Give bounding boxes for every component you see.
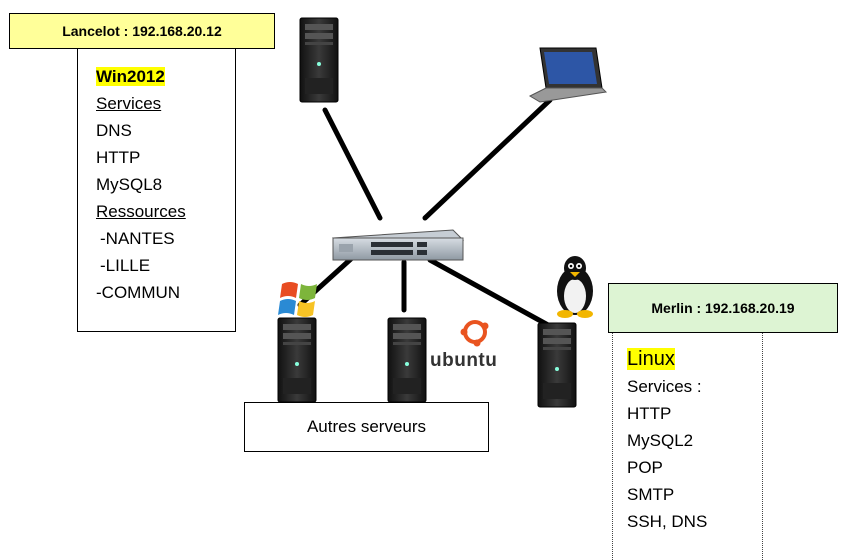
merlin-server-tower-icon bbox=[537, 322, 577, 408]
merlin-service: SSH, DNS bbox=[627, 512, 708, 531]
laptop-icon bbox=[528, 47, 608, 103]
lancelot-header: Lancelot : 192.168.20.12 bbox=[9, 13, 275, 49]
ubuntu-logo-icon bbox=[460, 320, 489, 347]
link-top-server bbox=[322, 107, 383, 221]
windows-logo-icon bbox=[278, 282, 317, 317]
ubuntu-label: ubuntu bbox=[430, 350, 498, 371]
lancelot-resource: -LILLE bbox=[100, 256, 151, 275]
merlin-service: SMTP bbox=[627, 485, 675, 504]
link-merlin bbox=[427, 257, 551, 328]
lancelot-os: Win2012 bbox=[96, 67, 165, 86]
lancelot-header-text: Lancelot : 192.168.20.12 bbox=[62, 23, 222, 39]
ubuntu-server-tower-icon bbox=[387, 317, 427, 403]
network-switch-icon bbox=[331, 229, 465, 261]
merlin-service: HTTP bbox=[627, 404, 672, 423]
merlin-services-label: Services : bbox=[627, 377, 702, 396]
merlin-details: Linux Services : HTTP MySQL2 POP SMTP SS… bbox=[612, 333, 763, 560]
lancelot-service: HTTP bbox=[96, 148, 141, 167]
lancelot-service: MySQL8 bbox=[96, 175, 163, 194]
lancelot-details: Win2012 Services DNS HTTP MySQL8 Ressour… bbox=[77, 49, 236, 332]
windows-server-tower-icon bbox=[277, 317, 317, 403]
lancelot-service: DNS bbox=[96, 121, 132, 140]
network-links bbox=[297, 97, 553, 328]
lancelot-services-label: Services bbox=[96, 94, 162, 113]
merlin-service: MySQL2 bbox=[627, 431, 694, 450]
merlin-header-text: Merlin : 192.168.20.19 bbox=[651, 300, 795, 316]
lancelot-resources-label: Ressources bbox=[96, 202, 186, 221]
merlin-header: Merlin : 192.168.20.19 bbox=[608, 283, 838, 333]
other-servers-label: Autres serveurs bbox=[306, 417, 427, 436]
lancelot-resource: -COMMUN bbox=[96, 283, 181, 302]
server-tower-icon bbox=[299, 17, 339, 103]
merlin-os: Linux bbox=[627, 348, 675, 370]
lancelot-resource: -NANTES bbox=[100, 229, 175, 248]
other-servers-box: Autres serveurs bbox=[244, 402, 489, 452]
tux-penguin-icon bbox=[557, 256, 593, 318]
merlin-service: POP bbox=[627, 458, 663, 477]
link-laptop bbox=[422, 97, 553, 221]
